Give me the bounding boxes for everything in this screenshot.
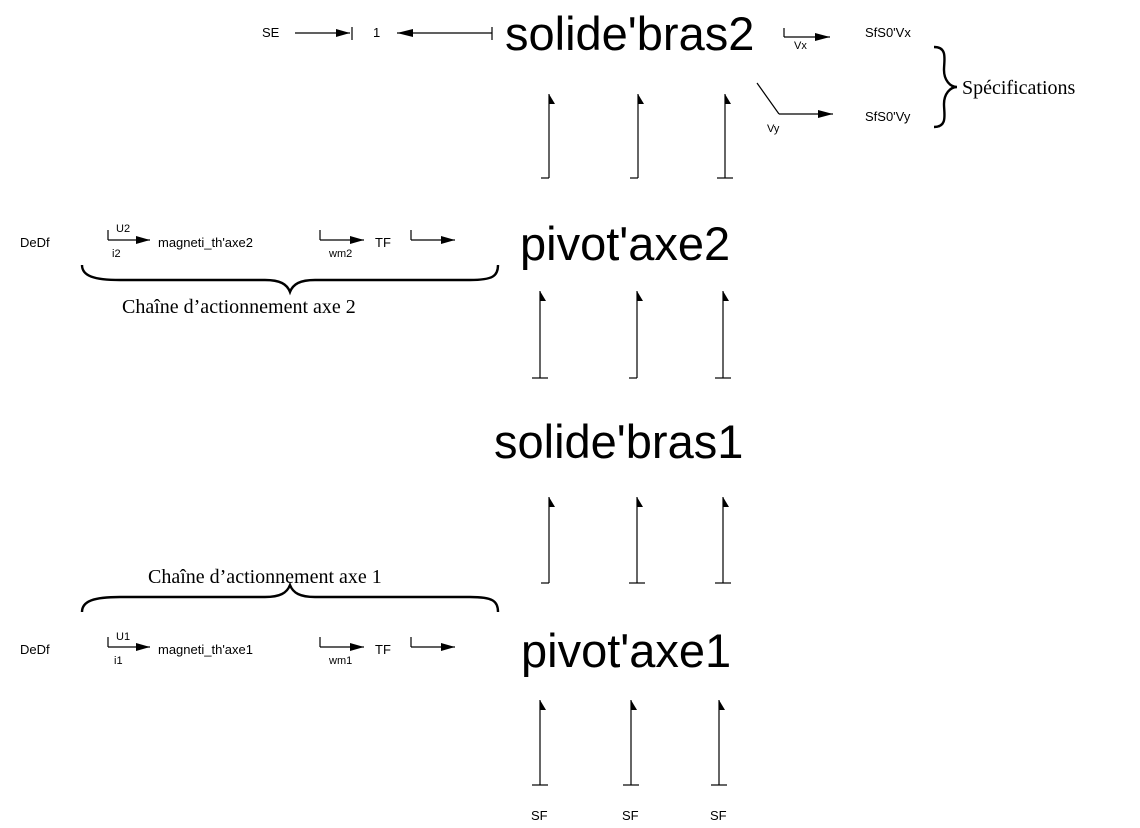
bond-se-to-junction (295, 27, 353, 40)
sf-source-3: SF (710, 808, 727, 823)
junction-one: 1 (373, 25, 380, 40)
bonds-solide1-to-pivot2 (532, 291, 731, 379)
chain2-bond-to-pivot (410, 230, 455, 244)
specifications-label: Spécifications (962, 77, 1076, 99)
bonds-pivot1-to-solide1 (541, 497, 731, 584)
chain2-brace (80, 264, 500, 296)
chain1-label: Chaîne d’actionnement axe 1 (148, 566, 382, 588)
bonds-sf-to-pivot1 (532, 700, 727, 786)
chain1-bond-electric (107, 637, 150, 651)
chain1-bond-to-pivot (410, 637, 455, 651)
chain2-tf: TF (375, 235, 391, 250)
bond-vx (783, 28, 830, 41)
bond-solide-to-junction (397, 27, 493, 40)
chain1-bond-mechanical (319, 637, 364, 651)
chain2-label: Chaîne d’actionnement axe 2 (122, 296, 356, 318)
chain2-w: wm2 (328, 248, 352, 260)
specifications-brace (933, 45, 958, 129)
chain2-bond-electric (107, 230, 150, 244)
chain2-i: i2 (112, 248, 121, 260)
sf-source-2: SF (622, 808, 639, 823)
chain1-w: wm1 (328, 655, 352, 667)
node-solide-bras1: solide'bras1 (494, 415, 743, 468)
node-solide-bras2: solide'bras2 (505, 7, 754, 60)
sink-vx: SfS0'Vx (865, 25, 911, 40)
chain2-actuator: magneti_th'axe2 (158, 235, 253, 250)
se-source: SE (262, 25, 280, 40)
chain2-u: U2 (116, 223, 130, 235)
bonds-pivot2-to-solide2 (541, 94, 733, 179)
chain1-actuator: magneti_th'axe1 (158, 642, 253, 657)
node-pivot-axe1: pivot'axe1 (521, 624, 731, 677)
chain1-i: i1 (114, 655, 123, 667)
chain1-tf: TF (375, 642, 391, 657)
chain1-u: U1 (116, 631, 130, 643)
sf-source-1: SF (531, 808, 548, 823)
chain2-bond-mechanical (319, 230, 364, 244)
chain1-source: DeDf (20, 642, 50, 657)
chain1-brace (80, 581, 500, 613)
vy-label: Vy (767, 123, 780, 135)
sink-vy: SfS0'Vy (865, 109, 911, 124)
node-pivot-axe2: pivot'axe2 (520, 217, 730, 270)
bond-vy (756, 82, 833, 118)
chain2-source: DeDf (20, 235, 50, 250)
vx-label: Vx (794, 40, 807, 52)
